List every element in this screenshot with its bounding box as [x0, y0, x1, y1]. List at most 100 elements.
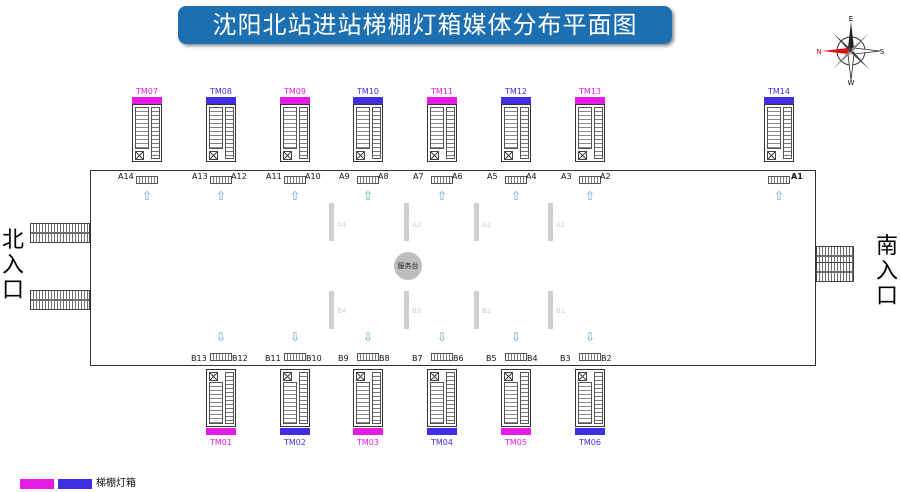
up-arrow-icon: ⇧ [289, 189, 301, 203]
gate-code-right: B8 [379, 354, 390, 363]
gate-code-right: B4 [527, 354, 538, 363]
compass-w: N [816, 48, 821, 56]
escalator-box-icon [504, 151, 513, 160]
down-arrow-icon: ⇩ [510, 330, 522, 344]
escalator-box-icon [767, 151, 776, 160]
legend-swatch-magenta [20, 479, 54, 489]
escalator-bottom [353, 369, 383, 427]
escalator-bottom [501, 369, 531, 427]
escalator-top [575, 104, 605, 162]
gate-code-left: A3 [561, 172, 572, 181]
escalator-steps [356, 107, 370, 149]
north-stair-lower [30, 290, 90, 310]
south-entrance-char-3: 口 [875, 284, 898, 309]
up-arrow-icon: ⇧ [584, 189, 596, 203]
escalator-bottom [206, 369, 236, 427]
escalator-rail [594, 107, 603, 159]
compass-s: W [848, 79, 855, 86]
down-arrow-icon: ⇩ [362, 330, 374, 344]
escalator-top [427, 104, 457, 162]
pillar-label-bottom: B4 [337, 307, 347, 315]
tm-color-bar [764, 97, 794, 104]
pillar-label-bottom: B2 [482, 307, 492, 315]
escalator-box-icon [209, 151, 218, 160]
escalator-top [764, 104, 794, 162]
tm-label: TM14 [768, 87, 790, 96]
gate-code-right: A6 [452, 172, 463, 181]
gate-turnstile [505, 176, 527, 184]
compass-e: S [880, 48, 885, 56]
escalator-rail [520, 107, 529, 159]
escalator-bottom [427, 369, 457, 427]
gate-code-right: B12 [232, 354, 248, 363]
gate-code-right: B10 [306, 354, 322, 363]
escalator-steps [209, 382, 223, 424]
tm-label: TM12 [505, 87, 527, 96]
escalator-rail [299, 107, 308, 159]
compass-rose-icon: E N S W [816, 16, 885, 86]
pillar-top [548, 203, 553, 241]
gate-turnstile [357, 176, 379, 184]
legend-label: 梯棚灯箱 [96, 478, 136, 489]
gate-turnstile [210, 176, 232, 184]
page-title: 沈阳北站进站梯棚灯箱媒体分布平面图 [178, 6, 672, 44]
tm-label: TM13 [579, 87, 601, 96]
tm-color-bar [280, 428, 310, 435]
escalator-steps [504, 107, 518, 149]
north-entrance-char-1: 北 [1, 228, 24, 253]
escalator-box-icon [578, 151, 587, 160]
tm-color-bar [132, 97, 162, 104]
down-arrow-icon: ⇩ [436, 330, 448, 344]
tm-color-bar [575, 428, 605, 435]
gate-code-left: A14 [118, 172, 134, 181]
gate-turnstile [136, 176, 158, 184]
south-stair-lower [816, 262, 854, 282]
escalator-top [501, 104, 531, 162]
escalator-rail [372, 107, 381, 159]
gate-turnstile [768, 176, 790, 184]
tm-color-bar [353, 428, 383, 435]
gate-turnstile [357, 353, 379, 361]
tm-label: TM06 [579, 438, 601, 447]
tm-color-bar [501, 97, 531, 104]
escalator-steps [578, 107, 592, 149]
down-arrow-icon: ⇩ [289, 330, 301, 344]
escalator-rail [446, 372, 455, 424]
legend-swatch-blue [58, 479, 92, 489]
tm-color-bar [501, 428, 531, 435]
escalator-box-icon [283, 151, 292, 160]
escalator-box-icon [135, 151, 144, 160]
escalator-steps [356, 382, 370, 424]
pillar-label-top: A4 [337, 221, 347, 229]
gate-turnstile [284, 176, 306, 184]
gate-turnstile [284, 353, 306, 361]
gate-code-left: A7 [413, 172, 424, 181]
escalator-steps [430, 107, 444, 149]
tm-label: TM08 [210, 87, 232, 96]
south-entrance-char-2: 入 [875, 259, 898, 284]
south-entrance-char-1: 南 [875, 234, 898, 259]
up-arrow-icon: ⇧ [141, 189, 153, 203]
escalator-steps [283, 107, 297, 149]
escalator-top [353, 104, 383, 162]
tm-label: TM02 [284, 438, 306, 447]
escalator-box-icon [356, 372, 365, 381]
escalator-box-icon [356, 151, 365, 160]
gate-turnstile [505, 353, 527, 361]
escalator-steps [135, 107, 149, 149]
up-arrow-icon: ⇧ [510, 189, 522, 203]
pillar-label-top: A1 [556, 221, 566, 229]
tm-label: TM01 [210, 438, 232, 447]
gate-turnstile [431, 353, 453, 361]
up-arrow-icon: ⇧ [773, 189, 785, 203]
tm-label: TM05 [505, 438, 527, 447]
escalator-rail [783, 107, 792, 159]
south-stair-upper [816, 246, 854, 266]
down-arrow-icon: ⇩ [215, 330, 227, 344]
up-arrow-icon: ⇧ [362, 189, 374, 203]
tm-label: TM07 [136, 87, 158, 96]
north-stair-upper [30, 223, 90, 243]
gate-code-right: A2 [600, 172, 611, 181]
escalator-rail [446, 107, 455, 159]
escalator-rail [225, 107, 234, 159]
